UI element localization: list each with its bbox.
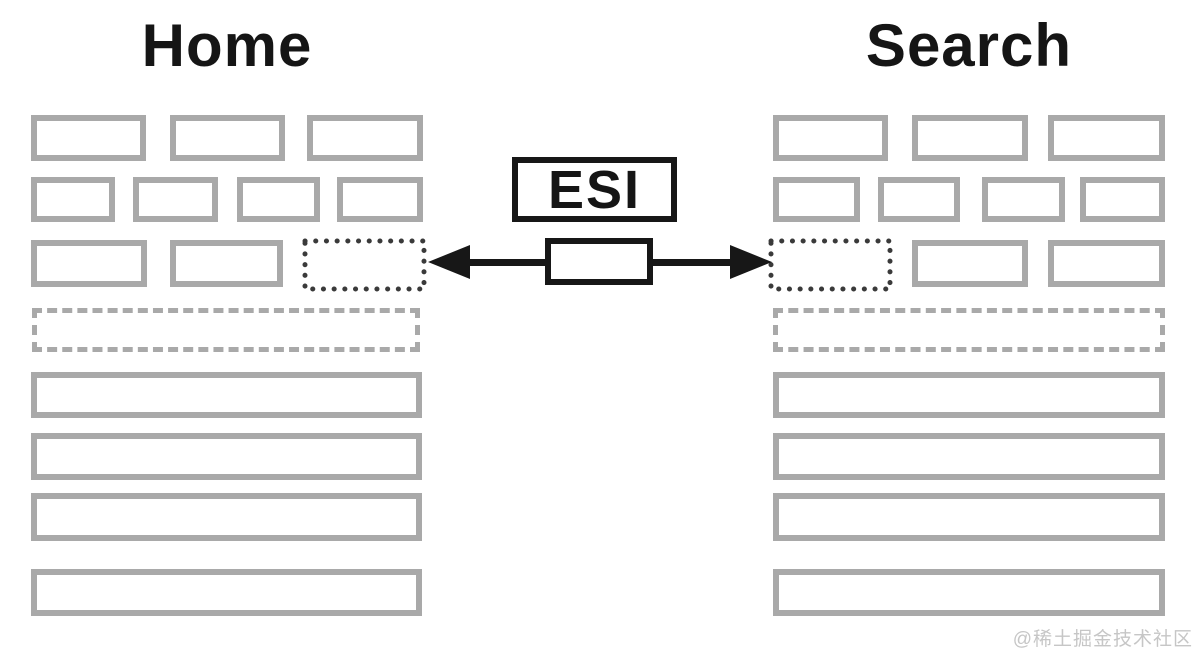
esi-label-box: ESI: [512, 157, 677, 222]
content-placeholder-dashed: [32, 308, 420, 352]
wireframe-box: [31, 115, 146, 161]
wireframe-box: [773, 372, 1165, 418]
wireframe-box: [773, 569, 1165, 616]
wireframe-box: [31, 177, 115, 222]
wireframe-box: [773, 177, 860, 222]
wireframe-box: [31, 372, 422, 418]
esi-fragment-slot: [768, 238, 893, 292]
wireframe-box: [1048, 115, 1165, 161]
content-placeholder-dashed: [773, 308, 1165, 352]
esi-fragment-box: [545, 238, 653, 285]
search-page-title: Search: [865, 12, 1073, 79]
wireframe-box: [307, 115, 423, 161]
arrow-line-to-search: [650, 259, 734, 266]
wireframe-box: [773, 493, 1165, 541]
wireframe-box: [337, 177, 423, 222]
wireframe-box: [170, 240, 283, 287]
arrow-head-left-icon: [428, 245, 470, 279]
wireframe-box: [773, 433, 1165, 480]
wireframe-box: [912, 115, 1028, 161]
wireframe-box: [237, 177, 320, 222]
wireframe-box: [170, 115, 285, 161]
esi-fragment-slot: [302, 238, 427, 292]
arrow-head-right-icon: [730, 245, 772, 279]
wireframe-box: [31, 433, 422, 480]
wireframe-box: [133, 177, 218, 222]
wireframe-box: [982, 177, 1065, 222]
wireframe-box: [31, 569, 422, 616]
wireframe-box: [1080, 177, 1165, 222]
wireframe-box: [31, 240, 147, 287]
wireframe-box: [878, 177, 960, 222]
wireframe-box: [773, 115, 888, 161]
wireframe-box: [31, 493, 422, 541]
wireframe-box: [912, 240, 1028, 287]
esi-label: ESI: [547, 159, 642, 220]
arrow-line-to-home: [464, 259, 548, 266]
home-page-title: Home: [141, 12, 313, 79]
wireframe-box: [1048, 240, 1165, 287]
watermark: @稀土掘金技术社区: [1012, 629, 1193, 650]
